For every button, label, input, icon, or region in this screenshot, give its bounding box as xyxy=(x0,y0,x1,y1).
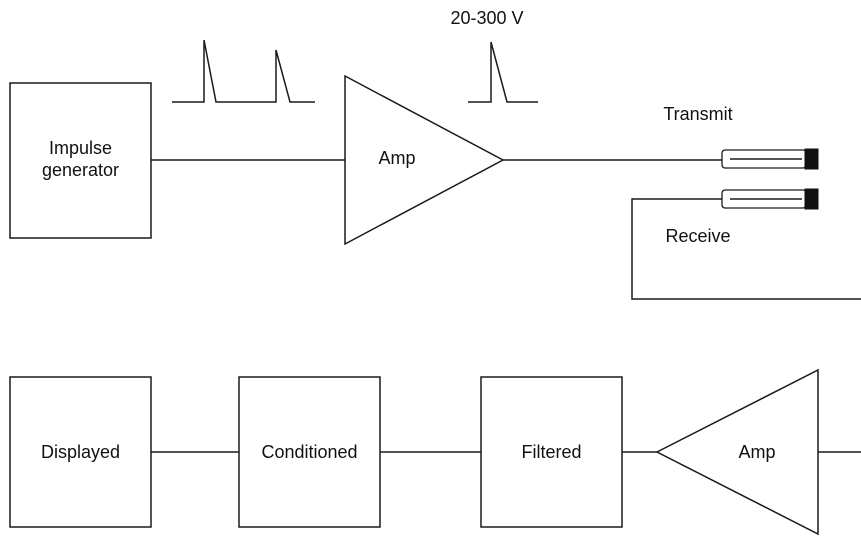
conditioned-label: Conditioned xyxy=(261,442,357,462)
transmit-transducer-tip xyxy=(804,148,819,170)
receive-transducer-tip xyxy=(804,188,819,210)
impulse-train-waveform xyxy=(172,39,315,103)
transmit-amp-label: Amp xyxy=(378,148,415,168)
filtered-box xyxy=(480,376,623,528)
receive-return-wire xyxy=(631,198,861,300)
impulse-generator-label-line1: Impulse xyxy=(49,138,112,158)
receive-amp-label: Amp xyxy=(738,442,775,462)
impulse-generator-box xyxy=(9,82,152,239)
conditioned-box xyxy=(238,376,381,528)
voltage-label: 20-300 V xyxy=(450,8,523,28)
filtered-label: Filtered xyxy=(521,442,581,462)
impulse-generator-label-line2: generator xyxy=(42,160,119,180)
amplified-pulse-waveform xyxy=(468,41,538,103)
receive-label: Receive xyxy=(665,226,730,246)
transmit-amp-triangle xyxy=(344,74,505,246)
displayed-label: Displayed xyxy=(41,442,120,462)
displayed-box xyxy=(9,376,152,528)
transmit-label: Transmit xyxy=(663,104,732,124)
